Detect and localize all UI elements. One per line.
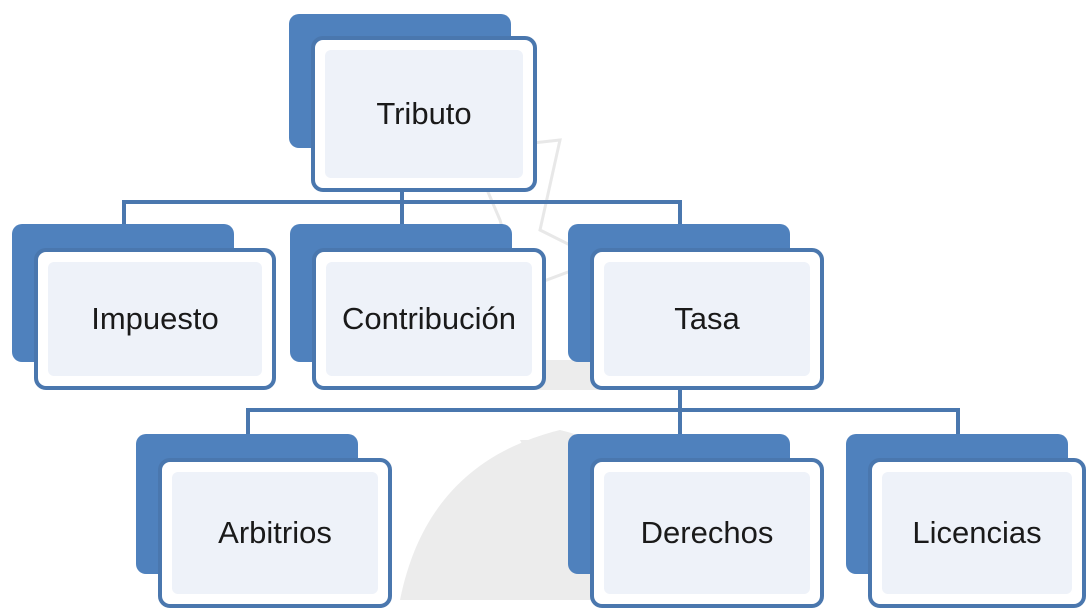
node-label-tributo: Tributo <box>376 96 472 131</box>
node-impuesto: Impuesto <box>12 224 276 390</box>
node-tributo: Tributo <box>289 14 545 192</box>
node-derechos: Derechos <box>568 434 824 608</box>
node-card-fill <box>325 50 523 178</box>
node-card: Tasa <box>590 248 824 390</box>
node-label-licencias: Licencias <box>912 515 1042 550</box>
node-card: Tributo <box>311 36 537 192</box>
node-card-fill <box>326 262 532 376</box>
node-label-arbitrios: Arbitrios <box>218 515 332 550</box>
node-card: Derechos <box>590 458 824 608</box>
node-card-fill <box>48 262 262 376</box>
node-card-fill <box>604 262 810 376</box>
node-card: Contribución <box>312 248 546 390</box>
node-card-fill <box>604 472 810 594</box>
node-licencias: Licencias <box>846 434 1088 608</box>
node-card-fill <box>172 472 378 594</box>
node-label-derechos: Derechos <box>640 515 774 550</box>
node-contribucion: Contribución <box>290 224 546 390</box>
node-arbitrios: Arbitrios <box>136 434 392 608</box>
node-card: Impuesto <box>34 248 276 390</box>
node-tasa: Tasa <box>568 224 824 390</box>
node-card: Arbitrios <box>158 458 392 608</box>
node-label-contribucion: Contribución <box>341 301 517 336</box>
node-label-tasa: Tasa <box>674 301 740 336</box>
node-card: Licencias <box>868 458 1086 608</box>
node-label-impuesto: Impuesto <box>91 301 219 336</box>
node-card-fill <box>882 472 1072 594</box>
